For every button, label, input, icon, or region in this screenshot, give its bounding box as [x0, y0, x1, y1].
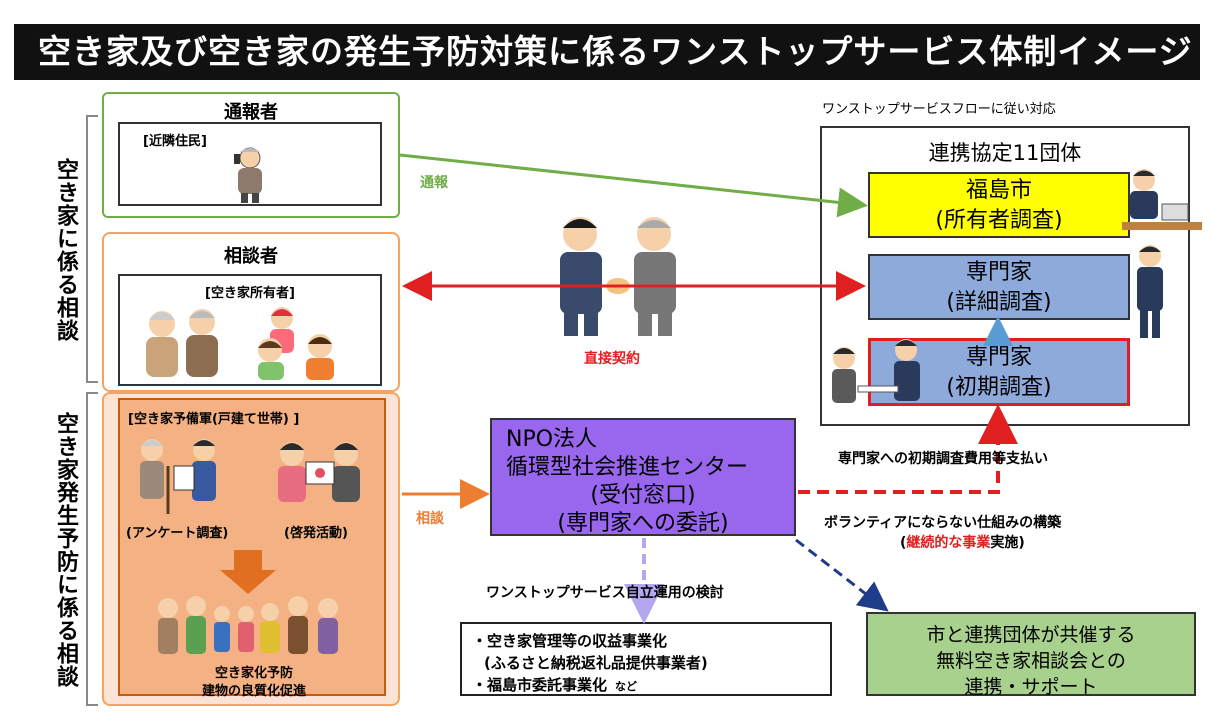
direct-contract-label: 直接契約	[584, 351, 640, 367]
payment-arrow	[798, 404, 1018, 494]
npo-line4: (専門家への委託)	[557, 511, 729, 536]
report-label: 通報	[420, 175, 448, 191]
prevention-result-line2: 建物の良質化促進	[201, 684, 306, 699]
joint-event-box: 市と連携団体が共催する 無料空き家相談会との 連携・サポート	[866, 612, 1196, 698]
city-line1: 福島市	[965, 178, 1032, 203]
revenue-line3: ・福島市委託事業化	[472, 676, 608, 694]
event-arrow	[795, 538, 889, 612]
volunteer-sub-label: (継続的な事業実施)	[900, 535, 1025, 551]
consultation-icon	[824, 336, 934, 408]
consultant-inner-box: [空き家所有者]	[118, 274, 382, 386]
bracket-top	[86, 115, 98, 383]
npo-line3: (受付窓口)	[590, 483, 696, 508]
expert-detail-line1: 専門家	[965, 260, 1032, 285]
elderly-phone-icon	[230, 146, 270, 204]
fukushima-city-box: 福島市 (所有者調査)	[868, 172, 1130, 238]
partner-heading: 連携協定11団体	[928, 141, 1082, 165]
revenue-line1: ・空き家管理等の収益事業化	[472, 632, 668, 650]
volunteer-label: ボランティアにならない仕組みの構築	[824, 515, 1062, 531]
payment-label: 専門家への初期調査費用等支払い	[838, 451, 1048, 467]
awareness-label: (啓発活動)	[284, 526, 348, 541]
label-prevention-consult: 空き家発生予防に係る相談	[53, 412, 78, 688]
bracket-bottom	[86, 392, 98, 706]
consultant-sub: [空き家所有者]	[205, 286, 295, 301]
reporter-sub: [近隣住民]	[143, 134, 207, 149]
family-icon	[140, 306, 370, 382]
revenue-box: ・空き家管理等の収益事業化 (ふるさと納税返礼品提供事業者) ・福島市委託事業化…	[460, 622, 832, 696]
businessman-icon	[1132, 244, 1168, 340]
joint-event-line3: 連携・サポート	[964, 676, 1098, 698]
down-arrow-icon	[220, 550, 276, 594]
consultant-heading: 相談者	[224, 246, 278, 267]
reporter-heading: 通報者	[224, 102, 278, 123]
expert-initial-line2: (初期調査)	[946, 375, 1052, 400]
survey-icon	[130, 436, 240, 516]
expert-detail-box: 専門家 (詳細調査)	[868, 254, 1130, 320]
page-title: 空き家及び空き家の発生予防対策に係るワンストップサービス体制イメージ	[14, 24, 1200, 80]
community-icon	[150, 596, 360, 656]
expert-initial-line1: 専門家	[965, 345, 1032, 370]
reporter-inner-box: [近隣住民]	[118, 122, 382, 206]
reporter-panel: 通報者 [近隣住民]	[102, 92, 400, 218]
npo-box: NPO法人 循環型社会推進センター (受付窓口) (専門家への委託)	[490, 418, 796, 536]
joint-event-line2: 無料空き家相談会との	[936, 650, 1126, 672]
prevention-panel: [空き家予備軍(戸建て世帯) ] (アンケート調査)	[102, 392, 400, 706]
right-panel-caption: ワンストップサービスフローに従い対応	[822, 102, 1056, 117]
awareness-icon	[270, 438, 370, 514]
npo-line1: NPO法人	[506, 427, 598, 452]
expert-detail-line2: (詳細調査)	[946, 290, 1052, 315]
prevention-sub: [空き家予備軍(戸建て世帯) ]	[128, 412, 300, 427]
report-arrow	[399, 153, 868, 218]
consultant-panel: 相談者 [空き家所有者]	[102, 232, 400, 392]
self-operation-label: ワンストップサービス自立運用の検討	[486, 585, 724, 601]
npo-line2: 循環型社会推進センター	[506, 455, 749, 480]
consult-label: 相談	[416, 511, 444, 527]
joint-event-line1: 市と連携団体が共催する	[926, 624, 1136, 646]
prevention-inner-box: [空き家予備軍(戸建て世帯) ] (アンケート調査)	[118, 398, 386, 699]
revenue-line2: (ふるさと納税返礼品提供事業者)	[484, 654, 708, 672]
revenue-line3-suffix: など	[615, 680, 638, 693]
label-vacant-house-consult: 空き家に係る相談	[53, 158, 78, 342]
survey-label: (アンケート調査)	[126, 526, 229, 541]
prevention-result-line1: 空き家化予防	[214, 666, 293, 681]
office-worker-icon	[1122, 168, 1202, 234]
city-line2: (所有者調査)	[935, 208, 1063, 233]
